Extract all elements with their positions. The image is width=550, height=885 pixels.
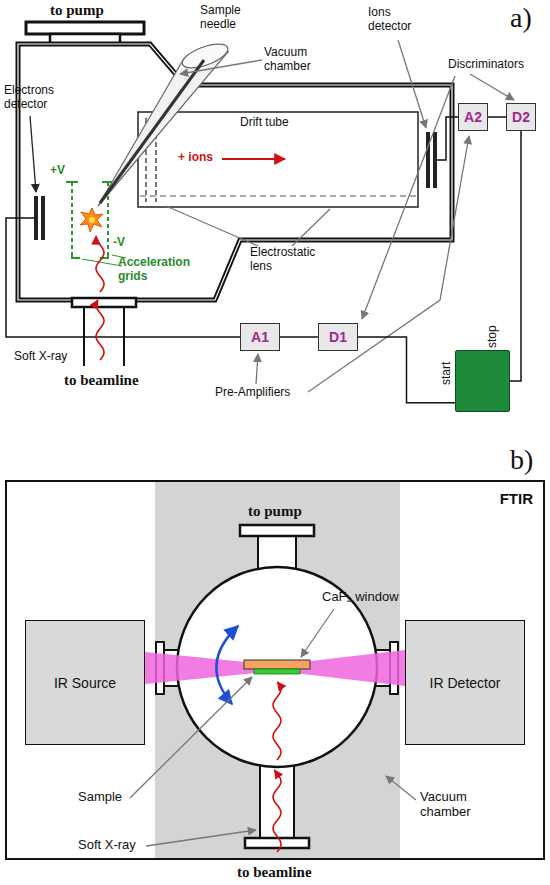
leader-line <box>180 60 262 74</box>
signal-cable <box>280 336 318 338</box>
label: Vacuum chamber <box>264 46 334 74</box>
label: CaF₂ window <box>322 590 399 605</box>
electrons-detector-plate <box>41 196 45 240</box>
leader-line <box>166 206 258 246</box>
amplifier-box: D1 <box>318 323 358 351</box>
pump-flange <box>26 22 144 34</box>
sample-film <box>254 669 300 674</box>
beamline-tube <box>260 760 294 840</box>
ions-detector-plate <box>426 132 430 188</box>
ir-unit-box: IR Detector <box>405 620 525 745</box>
leader-line <box>256 354 258 384</box>
soft-xray-beam <box>96 236 104 292</box>
ion-flight-arrow <box>222 158 285 160</box>
caf2-window <box>244 660 310 669</box>
node-label: A2 <box>464 109 482 125</box>
leader-line <box>292 209 330 246</box>
amplifier-box: D2 <box>506 103 536 131</box>
label: + ions <box>178 151 213 165</box>
label: Electrons detector <box>4 84 76 112</box>
signal-wire <box>437 117 458 160</box>
interaction-point <box>89 217 95 223</box>
counter-card: startstop <box>455 350 510 412</box>
label: Electrostatic lens <box>250 246 340 274</box>
signal-cable <box>358 337 455 403</box>
node-label: FTIR <box>500 490 533 507</box>
grid-bracket <box>72 252 80 258</box>
label: Sample <box>78 790 122 805</box>
leader-line <box>130 677 252 798</box>
needle-mouth <box>179 39 230 72</box>
signal-cable <box>510 131 521 381</box>
needle-capillary <box>100 60 204 203</box>
electrons-detector-plate <box>34 196 38 240</box>
label: -V <box>113 236 125 250</box>
node-label: start <box>440 362 453 385</box>
label: b) <box>510 444 533 476</box>
sample-needle <box>98 52 228 206</box>
label: Acceleration grids <box>118 256 210 284</box>
node-label: IR Source <box>54 675 116 691</box>
label: Drift tube <box>240 116 289 130</box>
ions-detector-plate <box>433 132 437 188</box>
beamline-flange <box>72 298 136 307</box>
signal-cable <box>488 116 506 118</box>
label: to pump <box>50 2 104 19</box>
label: a) <box>510 2 532 34</box>
ir-unit-box: IR Source <box>25 620 145 745</box>
node-label: D2 <box>512 109 530 125</box>
label: Sample needle <box>200 4 264 32</box>
acceleration-grid <box>71 182 73 252</box>
pump-flange <box>240 525 314 536</box>
soft-xray-beam <box>273 770 281 852</box>
node-label: A1 <box>251 329 269 345</box>
amplifier-box: A2 <box>458 103 488 131</box>
chamber-wall-line <box>18 44 452 300</box>
signal-wire <box>6 218 240 337</box>
label: Discriminators <box>448 58 524 72</box>
label: +V <box>50 164 65 178</box>
leader-line <box>82 259 122 266</box>
label: to beamline <box>64 372 139 389</box>
drift-tube-mesh <box>140 195 416 196</box>
label: to beamline <box>237 864 312 881</box>
leader-line <box>146 830 256 846</box>
node-label: D1 <box>329 329 347 345</box>
vacuum-chamber <box>18 44 452 300</box>
label: to pump <box>248 503 302 520</box>
leader-line <box>362 76 455 319</box>
grid-cap <box>66 181 78 183</box>
label: Pre-Amplifiers <box>215 386 290 400</box>
leader-line <box>301 609 334 657</box>
node-label: stop <box>486 325 499 348</box>
drift-tube <box>138 112 418 207</box>
amplifier-box: A1 <box>240 323 280 351</box>
leader-line <box>470 74 514 100</box>
label: Soft X-ray <box>14 350 67 364</box>
soft-xray-beam <box>273 682 281 760</box>
leader-line <box>386 776 416 800</box>
soft-xray-beam <box>96 300 104 360</box>
rotation-arrow <box>216 626 238 704</box>
label: Soft X-ray <box>78 838 136 853</box>
label: Vacuum chamber <box>420 790 510 820</box>
leader-line <box>398 40 426 128</box>
leader-line <box>308 136 469 392</box>
beamline-flange <box>245 838 309 848</box>
label: Ions detector <box>368 6 432 34</box>
node-label: IR Detector <box>430 675 501 691</box>
interaction-point <box>80 208 103 232</box>
leader-line <box>30 116 36 192</box>
